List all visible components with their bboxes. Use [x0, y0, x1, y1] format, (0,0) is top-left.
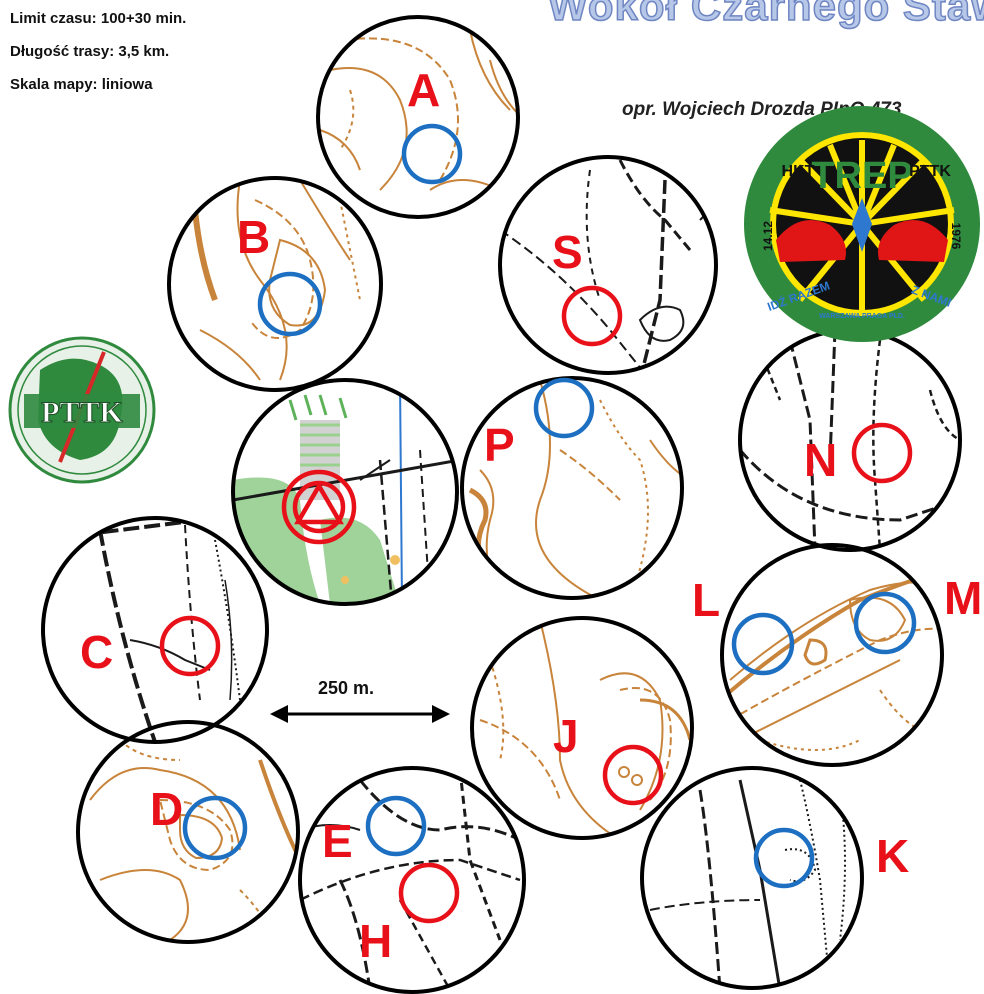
start-circle: [231, 378, 459, 606]
control-circle-K: [640, 766, 864, 990]
control-circle-A: A: [316, 15, 520, 219]
svg-text:WARSZAWA PRAGA PŁD.: WARSZAWA PRAGA PŁD.: [819, 313, 905, 320]
control-marker-A: [401, 123, 463, 185]
control-label-S: S: [552, 226, 583, 278]
control-label-A: A: [407, 64, 440, 116]
control-label-M: M: [944, 572, 982, 624]
control-marker-M: [853, 591, 917, 655]
control-marker-J: [602, 744, 664, 806]
pttk-logo: PTTK: [8, 336, 156, 484]
time-limit: Limit czasu: 100+30 min.: [10, 10, 187, 27]
control-circle-E-H: E H: [298, 766, 526, 994]
control-label-E: E: [322, 815, 353, 867]
control-label-D: D: [150, 783, 183, 835]
control-marker-C: [159, 615, 221, 677]
control-marker-P: [533, 377, 595, 439]
start-triangle-icon: [294, 481, 344, 525]
control-circle-B: B: [167, 176, 383, 392]
control-label-N: N: [804, 434, 837, 486]
pttk-logo-text: PTTK: [41, 396, 123, 429]
control-label-L: L: [692, 574, 720, 626]
control-marker-B: [257, 271, 323, 337]
trep-logo-text: TREP: [811, 155, 912, 197]
svg-text:14.12: 14.12: [761, 221, 775, 251]
control-marker-N: [851, 422, 913, 484]
control-marker-H: [398, 862, 460, 924]
map-scale-info: Skala mapy: liniowa: [10, 76, 153, 93]
control-marker-D: [182, 795, 248, 861]
route-length: Długość trasy: 3,5 km.: [10, 43, 170, 60]
control-circle-J: J: [470, 616, 694, 840]
control-label-J: J: [553, 710, 579, 762]
control-label-C: C: [80, 626, 113, 678]
control-label-H: H: [359, 915, 392, 967]
control-circle-C: C: [41, 516, 269, 744]
control-label-B: B: [237, 211, 270, 263]
control-circle-D: D: [76, 720, 300, 944]
trep-club-logo: TREP HKT PTTK 14.12 1976 IDŹ RAZEM WARSZ…: [744, 106, 980, 342]
scale-bar-label: 250 m.: [318, 678, 375, 698]
control-circle-L-M: [720, 543, 944, 767]
scale-bar-arrow: [270, 705, 450, 723]
page-title: Wokół Czarnego Stawu: [547, 0, 984, 30]
svg-text:PTTK: PTTK: [909, 163, 951, 180]
svg-text:1976: 1976: [949, 223, 963, 250]
control-circle-P: P: [460, 376, 684, 600]
control-marker-L: [731, 612, 795, 676]
control-label-P: P: [484, 419, 515, 471]
control-marker-S: [561, 285, 623, 347]
control-circle-N: N: [738, 328, 962, 552]
control-circle-S: S: [498, 155, 718, 375]
control-label-K: K: [876, 830, 909, 882]
control-marker-K: [753, 827, 815, 889]
svg-text:HKT: HKT: [782, 163, 815, 180]
control-marker-E: [365, 795, 427, 857]
start-marker-outer: [281, 469, 357, 545]
